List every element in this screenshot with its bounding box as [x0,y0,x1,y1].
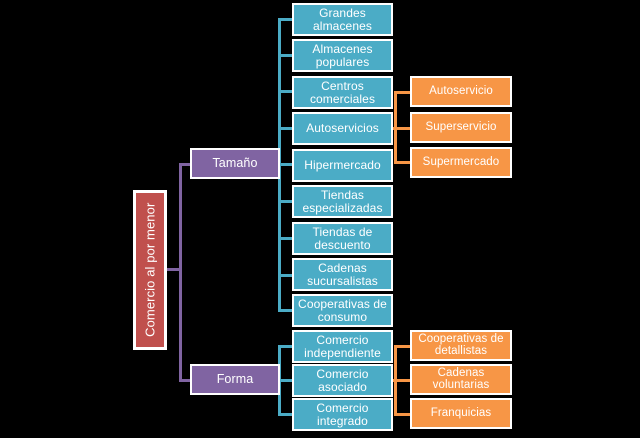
connector-leaf-stub-10 [278,345,294,348]
node-sub-superservicio[interactable]: Superservicio [410,112,512,143]
node-leaf-label: Cadenas sucursalistas [307,261,378,288]
node-leaf-grandes-almacenes[interactable]: Grandes almacenes [292,3,393,36]
node-leaf-label: Comercio asociado [316,367,369,394]
node-leaf-comercio-integrado[interactable]: Comercio integrado [292,398,393,431]
node-leaf-label: Centros comerciales [309,79,376,106]
node-sub-label: Autoservicio [429,84,493,97]
node-leaf-label: Grandes almacenes [313,6,372,33]
node-leaf-hipermercado[interactable]: Hipermercado [292,149,393,182]
node-branch-forma-label: Forma [216,372,254,386]
node-sub-label: Cadenas voluntarias [432,366,490,391]
connector-leaf-stub-6 [278,200,294,203]
connector-sub-stub-5 [394,379,412,382]
connector-branch-tamano [179,163,192,166]
connector-leaf-stub-8 [278,274,294,277]
node-leaf-centros-comerciales[interactable]: Centros comerciales [292,76,393,109]
node-sub-franquicias[interactable]: Franquicias [410,398,512,429]
connector-root-spine [179,163,182,382]
node-sub-label: Superservicio [425,120,497,133]
connector-leaf-stub-5 [278,163,294,166]
node-leaf-label: Autoservicios [306,121,379,136]
node-leaf-tiendas-de-descuento[interactable]: Tiendas de descuento [292,222,393,255]
connector-leaf-stub-2 [278,54,294,57]
connector-leaf-stub-3 [278,90,294,93]
node-branch-tamano-label: Tamaño [212,156,258,170]
node-sub-cadenas-voluntarias[interactable]: Cadenas voluntarias [410,364,512,395]
connector-sub-stub-4 [394,345,412,348]
node-leaf-almacenes-populares[interactable]: Almacenes populares [292,39,393,72]
connector-branch-forma [179,379,192,382]
node-root-label: Comercio al por menor [142,202,158,338]
node-leaf-label: Cooperativas de consumo [298,297,387,324]
connector-leaf-stub-4 [278,127,294,130]
node-leaf-label: Comercio independiente [304,333,381,360]
node-branch-tamano[interactable]: Tamaño [190,148,280,179]
connector-leaf-stub-9 [278,309,294,312]
connector-leaf-stub-11 [278,379,294,382]
node-leaf-comercio-asociado[interactable]: Comercio asociado [292,364,393,397]
connector-sub-stub-6 [394,413,412,416]
connector-root-stub [167,268,182,271]
connector-sub-stub-1 [394,91,412,94]
node-leaf-cadenas-sucursalistas[interactable]: Cadenas sucursalistas [292,258,393,291]
node-sub-label: Franquicias [430,406,492,419]
node-branch-forma[interactable]: Forma [190,364,280,395]
node-leaf-label: Comercio integrado [316,401,369,428]
node-leaf-comercio-independiente[interactable]: Comercio independiente [292,330,393,363]
node-sub-cooperativas-de-detallistas[interactable]: Cooperativas de detallistas [410,330,512,361]
node-leaf-label: Tiendas especializadas [302,188,383,215]
node-leaf-label: Hipermercado [304,158,381,173]
node-root-comercio-al-por-menor[interactable]: Comercio al por menor [133,190,167,350]
node-sub-label: Supermercado [422,155,500,168]
node-leaf-cooperativas-de-consumo[interactable]: Cooperativas de consumo [292,294,393,327]
node-leaf-tiendas-especializadas[interactable]: Tiendas especializadas [292,185,393,218]
node-leaf-autoservicios[interactable]: Autoservicios [292,112,393,145]
node-leaf-label: Tiendas de descuento [312,225,373,252]
node-sub-label: Cooperativas de detallistas [418,332,504,357]
connector-leaf-stub-1 [278,18,294,21]
connector-sub-stub-3 [394,161,412,164]
node-sub-autoservicio[interactable]: Autoservicio [410,76,512,107]
node-leaf-label: Almacenes populares [312,42,373,69]
connector-leaf-stub-12 [278,413,294,416]
connector-leaf-stub-7 [278,237,294,240]
node-sub-supermercado[interactable]: Supermercado [410,147,512,178]
connector-sub-stub-2 [394,127,412,130]
